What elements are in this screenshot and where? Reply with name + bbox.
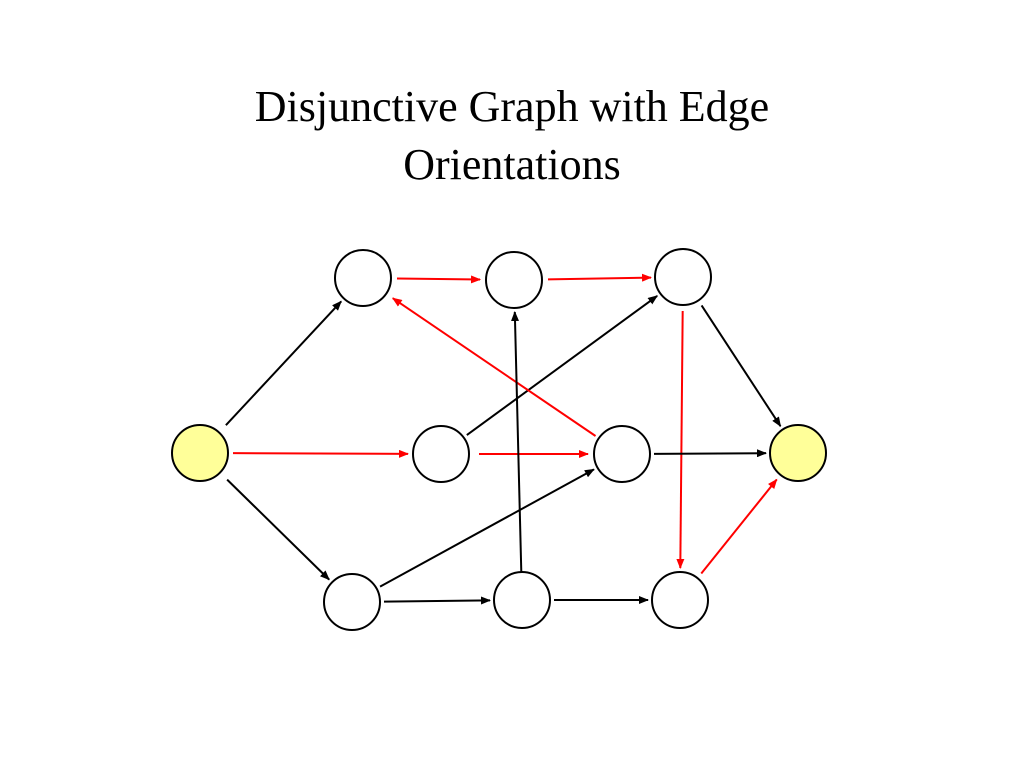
arc-op-top-3-to-sink: [700, 304, 782, 428]
node-op-mid-2: [593, 425, 651, 483]
arc-source-to-op-mid-1: [232, 449, 410, 458]
node-op-top-3: [654, 248, 712, 306]
edge-layer: [225, 273, 782, 605]
arc-op-mid-2-to-sink: [653, 449, 768, 458]
slide-title: Disjunctive Graph with Edge Orientations: [0, 78, 1024, 194]
node-source: [171, 424, 229, 482]
arc-op-bot-1-to-op-mid-2: [379, 468, 595, 588]
arc-op-top-3-to-op-bot-3: [676, 310, 685, 570]
node-op-top-2: [485, 251, 543, 309]
arc-op-top-2-to-op-top-3: [547, 273, 653, 282]
slide-title-line-1: Disjunctive Graph with Edge: [254, 82, 770, 131]
arc-op-top-1-to-op-top-2: [396, 275, 482, 284]
arc-op-mid-1-to-op-top-3: [466, 295, 658, 436]
arc-op-bot-2-to-op-top-2: [511, 310, 523, 573]
node-sink: [769, 424, 827, 482]
arc-op-bot-3-to-sink: [700, 478, 778, 575]
arc-op-mid-2-to-op-top-1: [391, 297, 597, 437]
node-op-bot-1: [323, 573, 381, 631]
arc-op-bot-1-to-op-bot-2: [383, 596, 492, 605]
arc-source-to-op-bot-1: [226, 478, 330, 581]
node-op-bot-2: [493, 571, 551, 629]
node-op-top-1: [334, 249, 392, 307]
slide-title-line-2: Orientations: [403, 140, 621, 189]
node-op-bot-3: [651, 571, 709, 629]
node-layer: [171, 248, 827, 631]
arc-source-to-op-top-1: [225, 300, 342, 426]
node-op-mid-1: [412, 425, 470, 483]
